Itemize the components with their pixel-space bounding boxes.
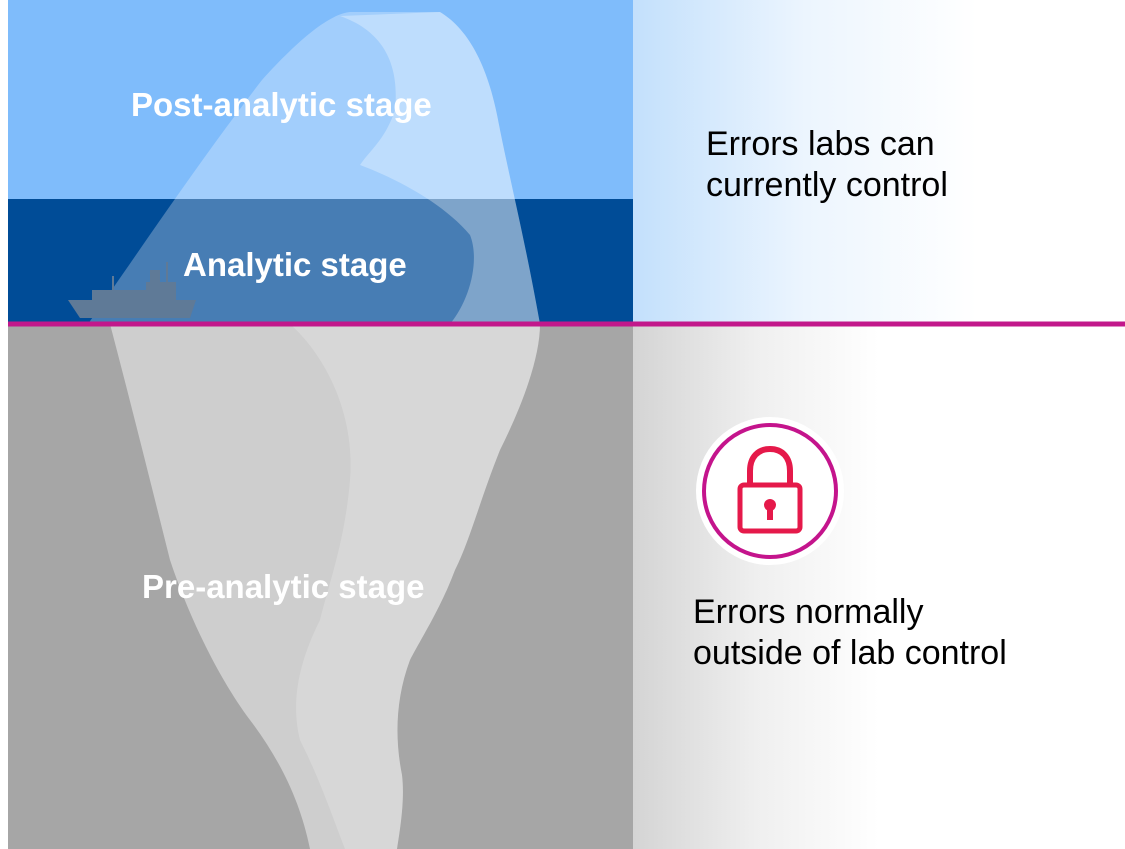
iceberg-body xyxy=(110,324,540,849)
iceberg-body-shadow xyxy=(290,324,540,849)
analytic-label: Analytic stage xyxy=(183,246,407,283)
post-analytic-label: Post-analytic stage xyxy=(131,86,432,123)
pre-analytic-band xyxy=(8,324,633,849)
iceberg-tip-highlight xyxy=(340,12,540,324)
uncontrollable-errors-note: Errors normally outside of lab control xyxy=(693,593,1007,672)
ship-icon xyxy=(68,262,196,318)
controllable-errors-note: Errors labs can currently control xyxy=(706,125,948,204)
padlock-icon xyxy=(696,417,844,565)
below-waterline-panel xyxy=(633,324,1125,849)
pre-analytic-label: Pre-analytic stage xyxy=(142,568,425,605)
iceberg-tip xyxy=(88,12,540,324)
above-waterline-panel xyxy=(633,0,1125,324)
post-analytic-band xyxy=(8,0,633,199)
